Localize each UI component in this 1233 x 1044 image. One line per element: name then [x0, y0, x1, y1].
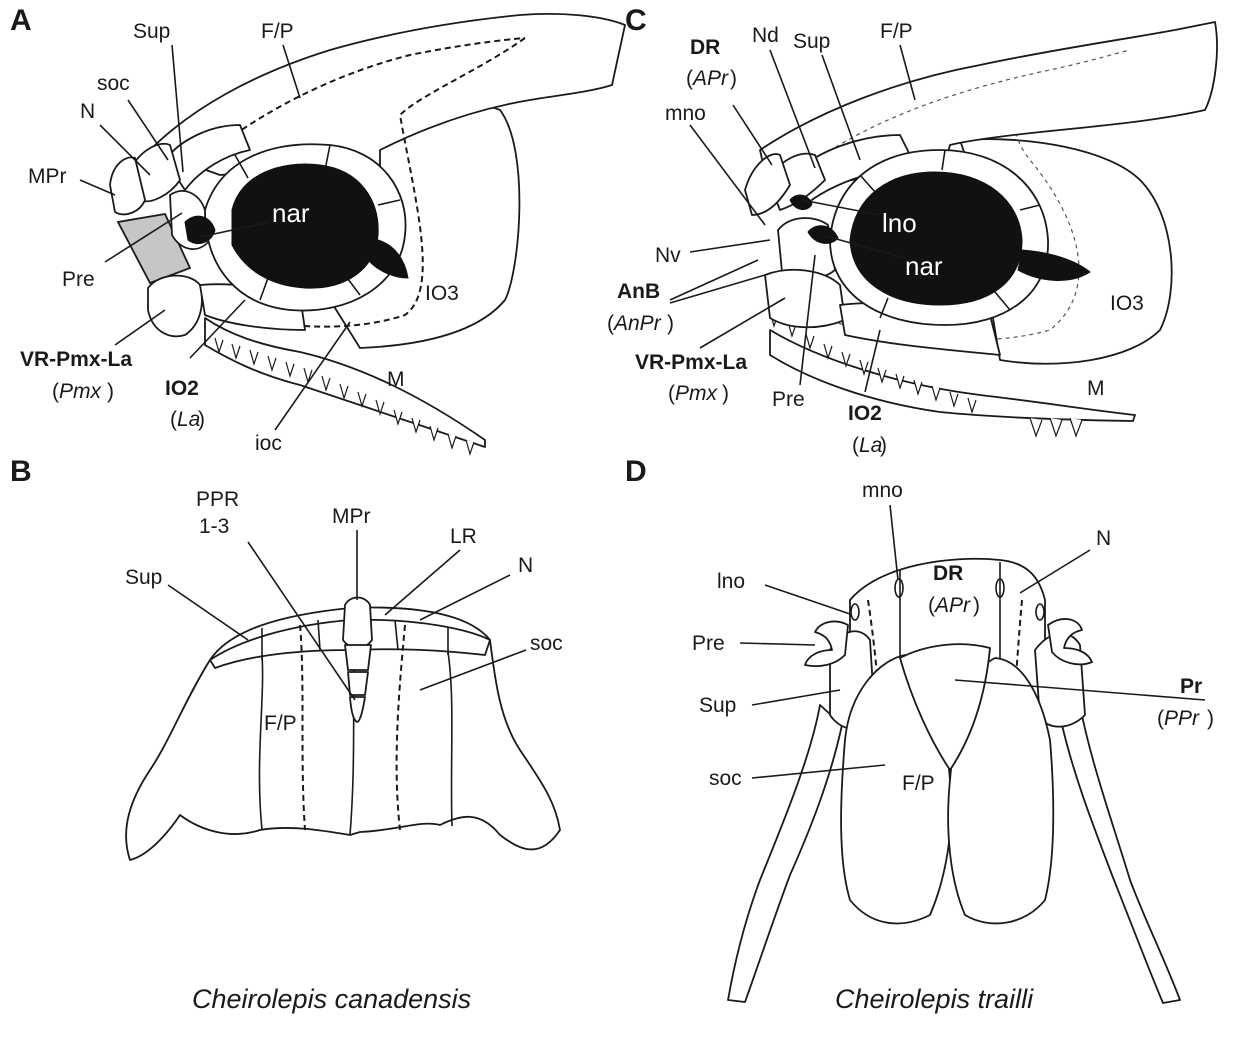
- d-leader-mno: [890, 505, 898, 580]
- b-label-fp: F/P: [264, 712, 297, 735]
- panel-d: D mno N lno DR ( APr ): [625, 455, 1214, 1014]
- a-label-vr-homolog: Pmx: [59, 380, 103, 403]
- a-label-io3: IO3: [425, 282, 459, 305]
- d-label-pre: Pre: [692, 632, 725, 655]
- a-maxilla: [205, 318, 485, 447]
- c-label-anb-close: ): [667, 312, 674, 335]
- c-nar-opening: [850, 172, 1022, 305]
- d-label-lno: lno: [717, 570, 745, 593]
- a-label-vr-close: ): [107, 380, 114, 403]
- panel-c: C DR ( APr ): [607, 4, 1217, 457]
- b-label-ppr: PPR: [196, 488, 239, 511]
- b-leader-sup: [168, 585, 248, 640]
- c-label-vr-open: (: [668, 382, 675, 405]
- c-label-vr-homolog: Pmx: [675, 382, 719, 405]
- c-label-pre: Pre: [772, 388, 805, 411]
- c-label-io2-open: (: [852, 434, 859, 457]
- a-label-vr-open: (: [52, 380, 59, 403]
- c-label-m: M: [1087, 377, 1105, 400]
- c-leader-anb-1: [670, 260, 758, 300]
- c-label-dr-close: ): [730, 67, 737, 90]
- d-label-pr-close: ): [1207, 707, 1214, 730]
- panel-a-letter: A: [10, 4, 32, 37]
- c-leader-dr: [733, 105, 772, 165]
- b-label-sup: Sup: [125, 566, 162, 589]
- c-label-io2-close: ): [880, 434, 887, 457]
- c-leader-nv: [690, 240, 770, 252]
- c-label-lno: lno: [882, 208, 917, 238]
- d-label-mno: mno: [862, 479, 903, 502]
- species-c: Cheirolepis trailli: [835, 984, 1034, 1014]
- a-label-sup: Sup: [133, 20, 170, 43]
- c-label-dr-open: (: [686, 67, 693, 90]
- b-median-rostral: [343, 598, 372, 648]
- c-label-io2-homolog: La: [859, 434, 882, 457]
- b-label-n: N: [518, 554, 533, 577]
- a-label-mpr: MPr: [28, 165, 67, 188]
- c-label-anb-open: (: [607, 312, 614, 335]
- c-label-nd: Nd: [752, 24, 779, 47]
- c-label-io3: IO3: [1110, 292, 1144, 315]
- species-a: Cheirolepis canadensis: [192, 984, 471, 1014]
- a-label-io2-homolog: La: [177, 408, 200, 431]
- a-label-vr: VR-Pmx-La: [20, 348, 132, 371]
- d-label-soc: soc: [709, 767, 742, 790]
- d-label-dr-close: ): [973, 594, 980, 617]
- b-label-soc: soc: [530, 632, 563, 655]
- c-label-vr: VR-Pmx-La: [635, 351, 747, 374]
- a-label-io2-close: ): [198, 408, 205, 431]
- panel-b-letter: B: [10, 455, 32, 488]
- b-label-lr: LR: [450, 525, 477, 548]
- a-label-m: M: [387, 368, 405, 391]
- d-leader-sup: [752, 690, 840, 705]
- panel-a: A Sup F/: [10, 4, 625, 455]
- d-leader-lno: [765, 585, 850, 614]
- c-label-dr-homolog: APr: [691, 67, 729, 90]
- d-label-pr: Pr: [1180, 675, 1202, 698]
- b-label-mpr: MPr: [332, 505, 371, 528]
- d-label-fp: F/P: [902, 772, 935, 795]
- d-label-dr-open: (: [928, 594, 935, 617]
- c-label-anb: AnB: [617, 280, 660, 303]
- panel-b: B PPR 1-3 MPr LR N Sup soc F/P Cheirolep…: [10, 455, 563, 1014]
- d-label-pr-open: (: [1157, 707, 1164, 730]
- c-label-nv: Nv: [655, 244, 681, 267]
- a-label-io2-open: (: [170, 408, 177, 431]
- d-left-rod: [728, 705, 842, 1002]
- panel-c-letter: C: [625, 4, 647, 37]
- a-teeth: [215, 338, 474, 454]
- a-label-ioc: ioc: [255, 432, 282, 455]
- c-vr-pmx-la: [765, 270, 845, 327]
- a-label-pre: Pre: [62, 268, 95, 291]
- d-right-rod: [1062, 705, 1180, 1003]
- b-label-ppr-range: 1-3: [199, 515, 229, 538]
- c-label-anb-homolog: AnPr: [612, 312, 662, 335]
- c-label-io2: IO2: [848, 402, 882, 425]
- b-postrostral-1: [345, 645, 371, 670]
- c-label-sup: Sup: [793, 30, 830, 53]
- d-label-sup: Sup: [699, 694, 736, 717]
- d-label-dr-homolog: APr: [933, 594, 971, 617]
- panel-d-letter: D: [625, 455, 647, 488]
- a-label-io2: IO2: [165, 377, 199, 400]
- d-label-n: N: [1096, 527, 1111, 550]
- c-label-dr: DR: [690, 36, 720, 59]
- b-leader-n: [420, 575, 510, 620]
- a-label-nar: nar: [272, 198, 310, 228]
- c-label-vr-close: ): [722, 382, 729, 405]
- c-label-nar: nar: [905, 251, 943, 281]
- a-label-fp: F/P: [261, 20, 294, 43]
- b-postrostral-2: [348, 672, 368, 695]
- a-vr-pmx-la: [148, 276, 202, 337]
- d-label-pr-homolog: PPr: [1164, 707, 1200, 730]
- d-leader-pre: [740, 643, 815, 645]
- a-label-soc: soc: [97, 72, 130, 95]
- c-label-mno: mno: [665, 102, 706, 125]
- a-label-n: N: [80, 100, 95, 123]
- d-label-dr: DR: [933, 562, 963, 585]
- c-label-fp: F/P: [880, 20, 913, 43]
